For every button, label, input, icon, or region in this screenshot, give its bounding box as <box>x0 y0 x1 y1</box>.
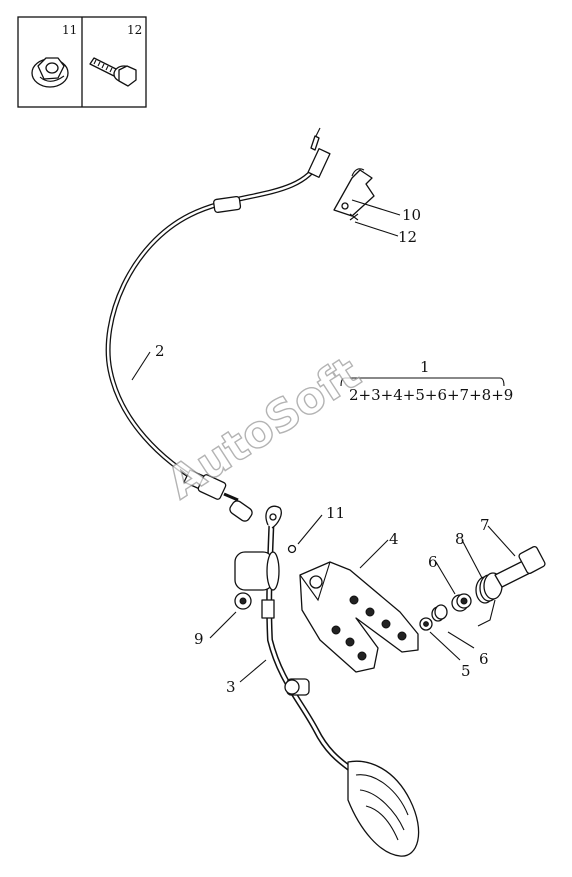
callout-2: 2 <box>155 342 165 360</box>
bushing <box>234 592 252 610</box>
callout-10: 10 <box>402 206 421 224</box>
callout-labels: 1 2+3+4+5+6+7+8+9 2 3 4 5 6 6 7 8 9 10 1… <box>155 206 513 696</box>
pedal-arm <box>234 505 420 857</box>
bushing-inner <box>431 604 448 622</box>
callout-9: 9 <box>194 630 204 648</box>
cable-bracket <box>333 168 375 221</box>
callout-4: 4 <box>389 530 399 548</box>
flange-nut-icon <box>31 57 69 88</box>
callout-11: 11 <box>326 504 345 522</box>
callout-1: 1 <box>420 358 430 376</box>
callout-3: 3 <box>226 678 236 696</box>
inset-label-12: 12 <box>127 23 142 37</box>
washer <box>419 617 433 631</box>
callout-7: 7 <box>480 516 490 534</box>
pedal-bracket <box>287 544 419 673</box>
callout-6-lower: 6 <box>479 650 489 668</box>
callout-1-formula: 2+3+4+5+6+7+8+9 <box>349 386 513 404</box>
throttle-cable <box>105 127 331 522</box>
callout-6-upper: 6 <box>428 553 438 571</box>
leader-lines <box>131 199 516 683</box>
flange-bolt-icon <box>89 57 137 87</box>
callout-5: 5 <box>461 662 471 680</box>
watermark: AutoSoft <box>158 347 369 509</box>
pivot-pin <box>494 546 546 588</box>
callout-12: 12 <box>398 228 417 246</box>
fastener-inset-box: 11 12 <box>17 16 147 108</box>
inset-label-11: 11 <box>62 23 77 37</box>
bushing-outer <box>451 593 472 612</box>
callout-8: 8 <box>455 530 465 548</box>
